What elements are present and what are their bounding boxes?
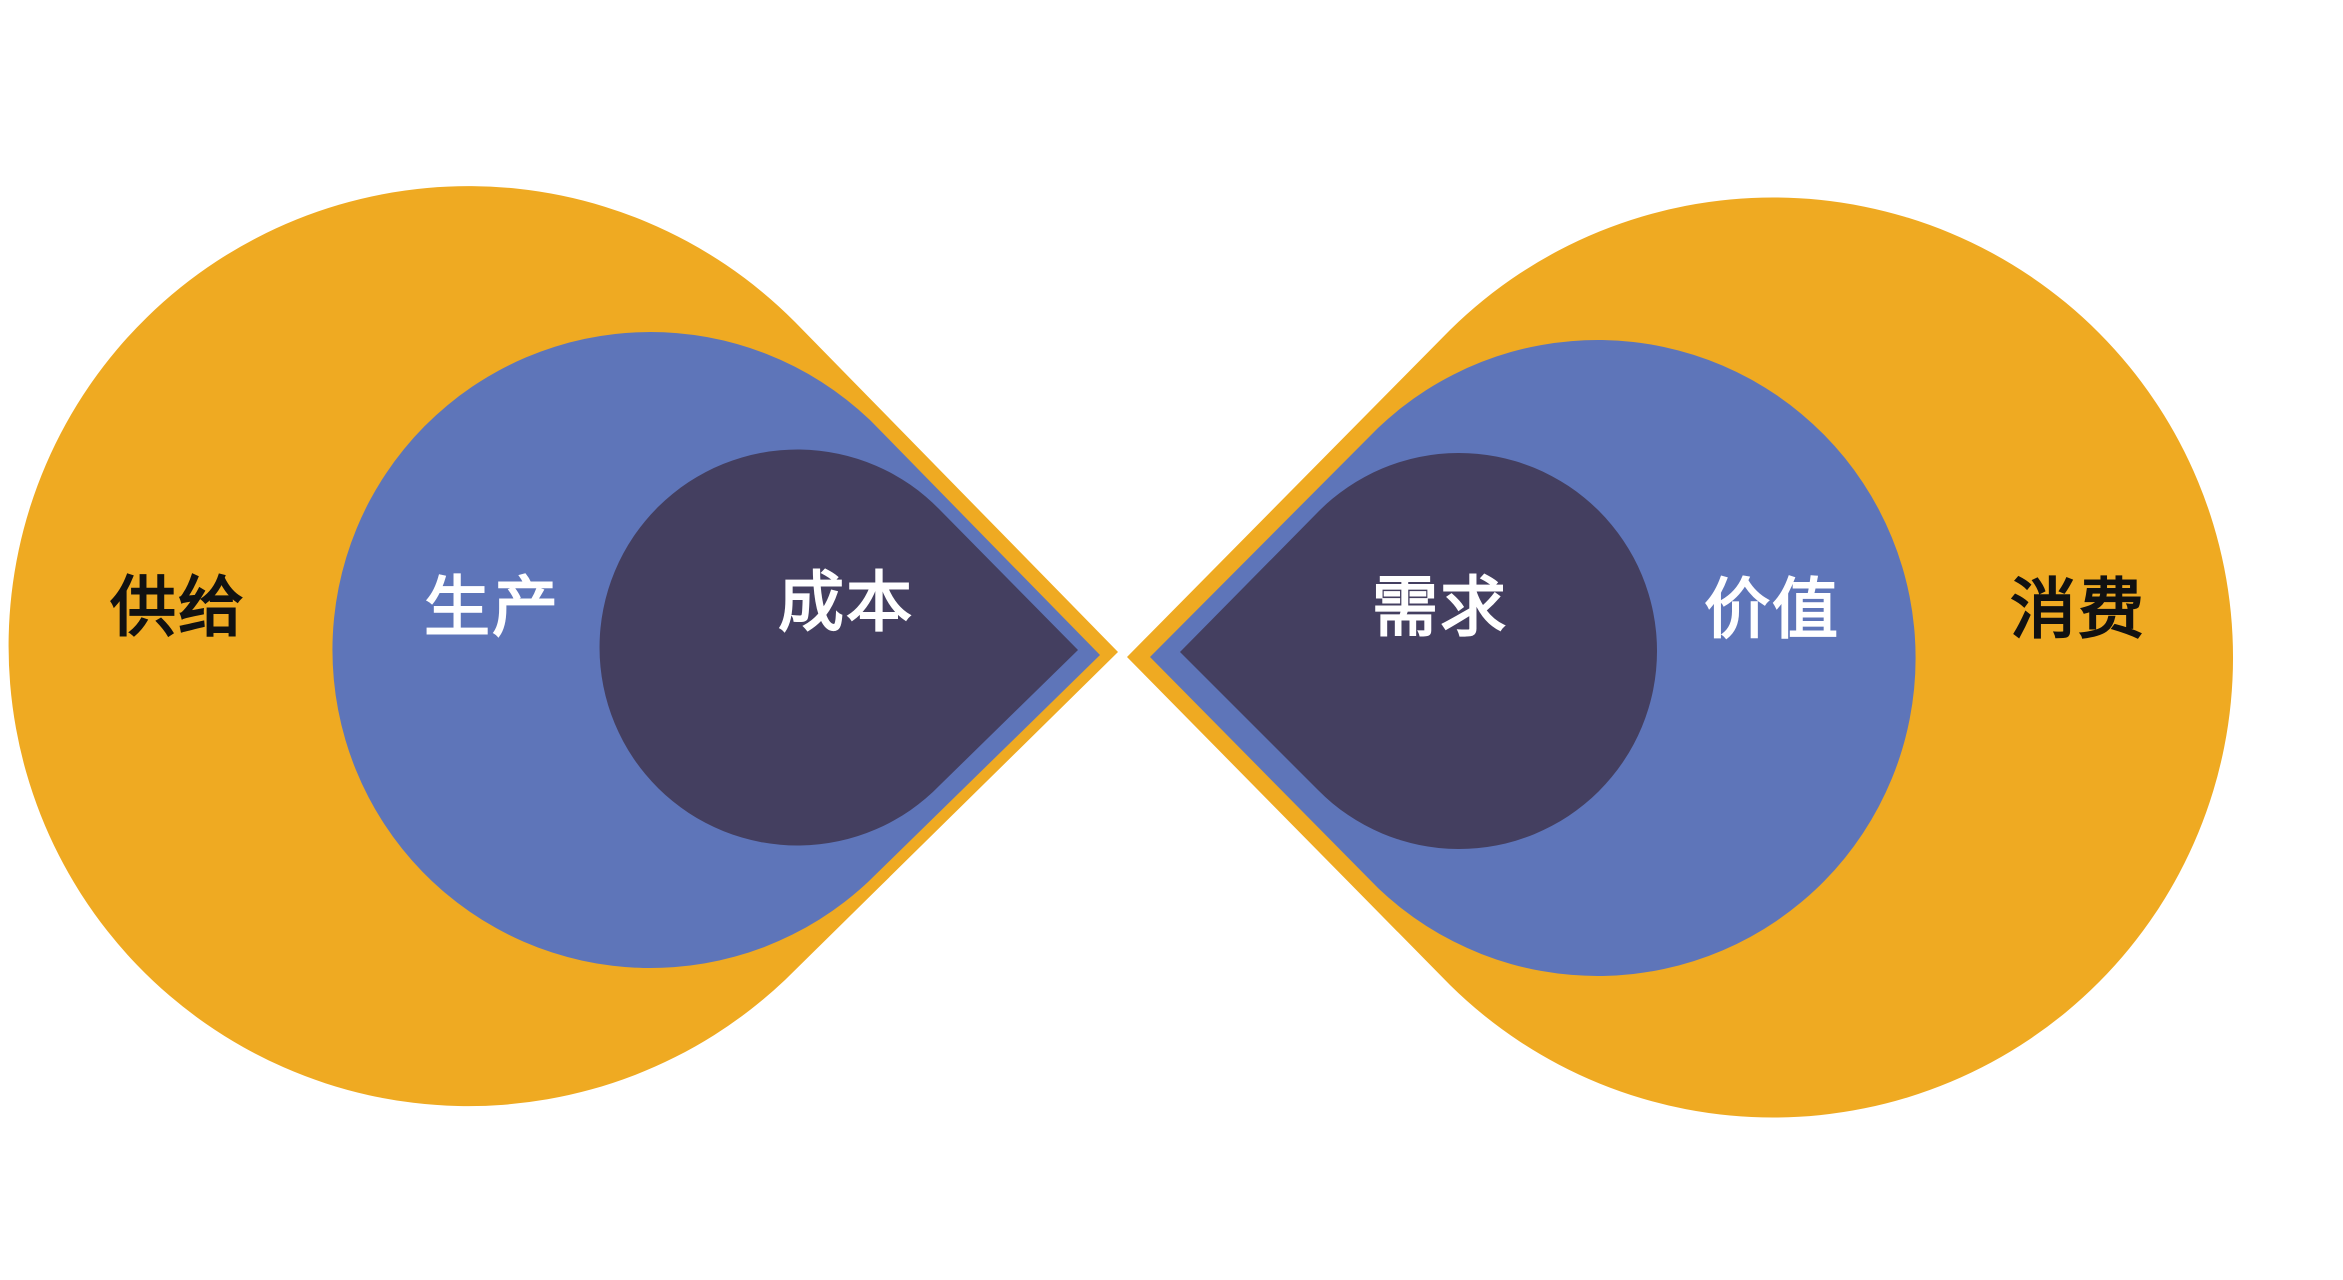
label-cost: 成本 bbox=[778, 564, 914, 641]
right-inner-teardrop bbox=[1180, 452, 1658, 849]
label-demand: 需求 bbox=[1372, 569, 1508, 646]
left-loop bbox=[8, 186, 1119, 1107]
label-value: 价值 bbox=[1704, 571, 1840, 648]
right-loop bbox=[1127, 197, 2234, 1118]
left-inner-teardrop bbox=[599, 449, 1078, 846]
label-supply: 供给 bbox=[110, 569, 246, 646]
label-consumption: 消费 bbox=[2010, 571, 2146, 648]
label-production: 生产 bbox=[424, 569, 560, 646]
